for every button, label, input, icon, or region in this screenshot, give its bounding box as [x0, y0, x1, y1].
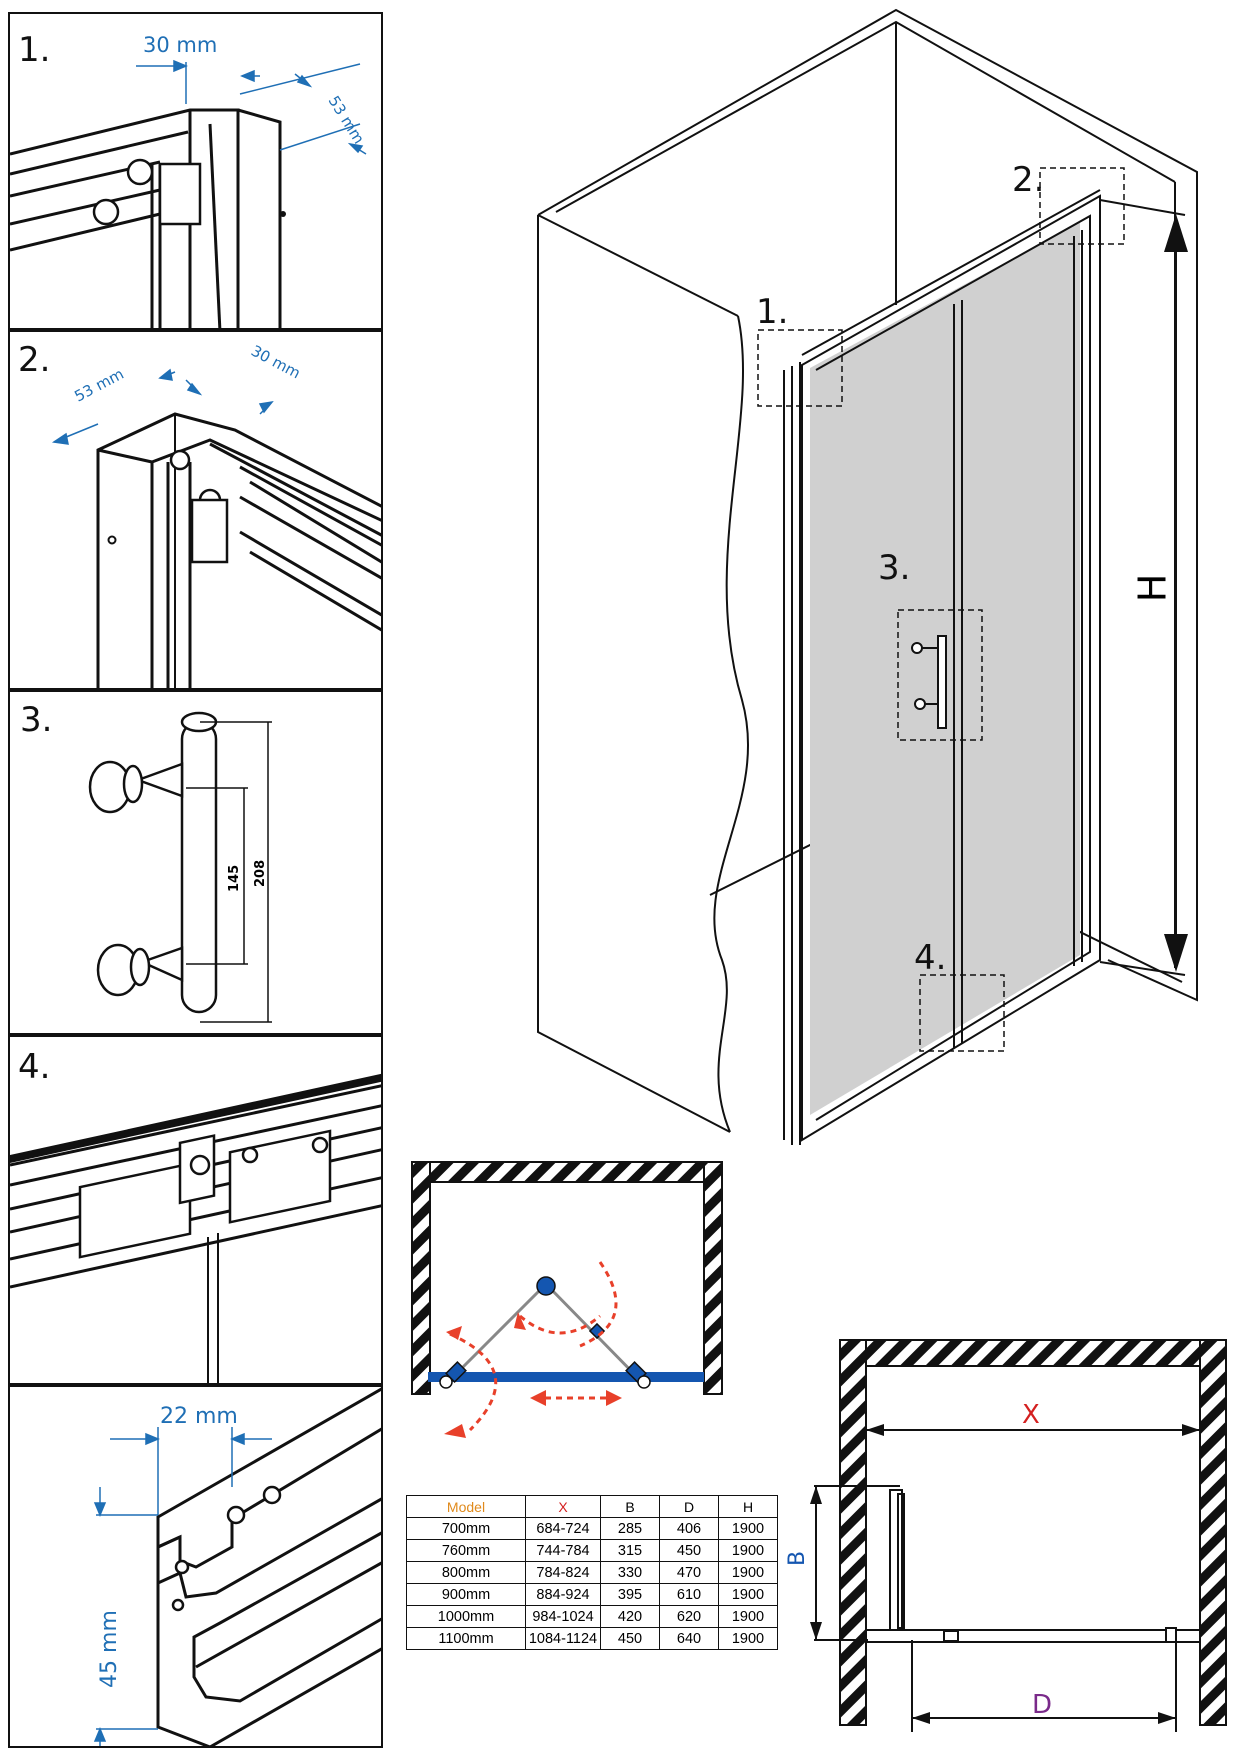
table-row: 1000mm 984-1024 420 620 1900: [406, 1605, 778, 1628]
callout-3: 3.: [878, 548, 911, 588]
dim-22mm-label: 22 mm: [160, 1404, 238, 1429]
cell-d: 406: [659, 1517, 719, 1540]
header-model: Model: [406, 1495, 526, 1518]
cell-h: 1900: [718, 1517, 778, 1540]
cell-h: 1900: [718, 1583, 778, 1606]
bottom-track-drawing: [10, 1073, 381, 1383]
callout-1: 1.: [756, 292, 789, 332]
dim-30mm-label: 30 mm: [248, 342, 303, 383]
cell-d: 640: [659, 1627, 719, 1650]
cell-h: 1900: [718, 1627, 778, 1650]
track-profile-drawing: 22 mm 45 mm: [93, 1387, 381, 1746]
table-row: 700mm 684-724 285 406 1900: [406, 1517, 778, 1540]
dim-53mm-label: 53 mm: [71, 365, 126, 406]
table-row: 900mm 884-924 395 610 1900: [406, 1583, 778, 1606]
table-header-row: Model X B D H: [406, 1495, 778, 1518]
cell-model: 900mm: [406, 1583, 526, 1606]
cell-model: 1100mm: [406, 1627, 526, 1650]
cell-x: 1084-1124: [525, 1627, 601, 1650]
table-row: 800mm 784-824 330 470 1900: [406, 1561, 778, 1584]
handle-drawing: 145 208: [88, 711, 272, 1023]
cell-h: 1900: [718, 1539, 778, 1562]
table-row: 1100mm 1084-1124 450 640 1900: [406, 1627, 778, 1650]
opening-plan-walls: [411, 1161, 723, 1395]
dimension-plan-walls: [839, 1339, 1227, 1726]
model-spec-table: Model X B D H 700mm 684-724 285 406 1900…: [406, 1495, 778, 1650]
cell-x: 784-824: [525, 1561, 601, 1584]
detail-panel-2: 2.: [8, 330, 383, 690]
cell-model: 760mm: [406, 1539, 526, 1562]
dim-30mm-label: 30 mm: [143, 33, 217, 57]
cell-model: 1000mm: [406, 1605, 526, 1628]
x-dimension-label: X: [1022, 1400, 1040, 1430]
dim-145-label: 145: [227, 865, 242, 892]
detail-panel-3: 3. 145 208: [8, 690, 383, 1035]
cell-d: 450: [659, 1539, 719, 1562]
cell-d: 620: [659, 1605, 719, 1628]
cell-x: 884-924: [525, 1583, 601, 1606]
b-dimension-label: B: [785, 1550, 811, 1567]
cell-h: 1900: [718, 1605, 778, 1628]
dim-45mm-label: 45 mm: [97, 1610, 122, 1688]
cell-d: 470: [659, 1561, 719, 1584]
detail-panel-4: 4.: [8, 1035, 383, 1385]
cell-x: 744-784: [525, 1539, 601, 1562]
height-label: H: [1130, 573, 1175, 603]
header-b: B: [600, 1495, 660, 1518]
cell-b: 450: [600, 1627, 660, 1650]
header-x: X: [525, 1495, 601, 1518]
panel-number: 3.: [20, 700, 53, 740]
cell-d: 610: [659, 1583, 719, 1606]
profile-drawing-top-left: 30 mm 53 mm: [10, 33, 368, 328]
cell-b: 285: [600, 1517, 660, 1540]
cell-model: 700mm: [406, 1517, 526, 1540]
header-d: D: [659, 1495, 719, 1518]
detail-panel-1: 1.: [8, 12, 383, 330]
profile-drawing-top-right: 53 mm 30 mm: [51, 342, 381, 688]
panel-number: 1.: [18, 30, 51, 70]
panel-number: 2.: [18, 340, 51, 380]
cell-b: 420: [600, 1605, 660, 1628]
cell-b: 315: [600, 1539, 660, 1562]
callout-2: 2.: [1012, 160, 1045, 200]
cell-b: 330: [600, 1561, 660, 1584]
dim-53mm-label: 53 mm: [325, 93, 368, 148]
panel-number: 4.: [18, 1047, 51, 1087]
cell-b: 395: [600, 1583, 660, 1606]
header-h: H: [718, 1495, 778, 1518]
table-row: 760mm 744-784 315 450 1900: [406, 1539, 778, 1562]
callout-4: 4.: [914, 938, 947, 978]
detail-panel-5: 22 mm 45 mm: [8, 1385, 383, 1748]
cell-h: 1900: [718, 1561, 778, 1584]
cell-x: 984-1024: [525, 1605, 601, 1628]
dim-208-label: 208: [253, 860, 268, 887]
cell-x: 684-724: [525, 1517, 601, 1540]
cell-model: 800mm: [406, 1561, 526, 1584]
d-dimension-label: D: [1032, 1690, 1053, 1720]
